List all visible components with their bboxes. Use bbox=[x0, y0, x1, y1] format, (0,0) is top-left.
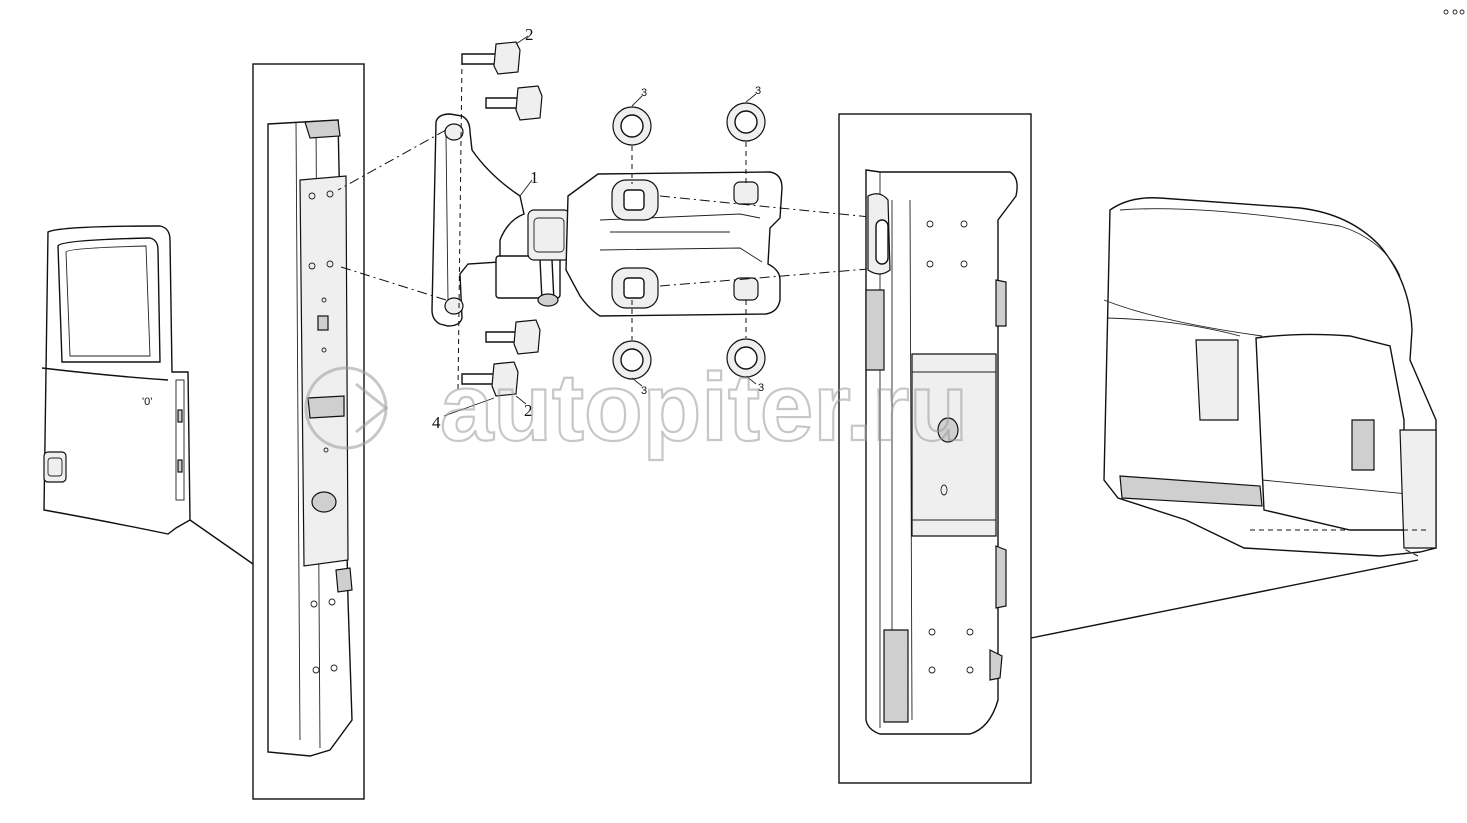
cab-pillar-panel bbox=[838, 113, 1032, 784]
callout-nut-top-right: 3 bbox=[755, 85, 761, 97]
callout-washer: 4 bbox=[432, 413, 441, 432]
svg-text:'0': '0' bbox=[142, 396, 152, 408]
watermark-text: autopiter.ru bbox=[440, 354, 968, 461]
callout-bolt-bottom: 2 bbox=[524, 401, 533, 420]
watermark: autopiter.ru bbox=[304, 353, 969, 462]
hinge-assembly bbox=[431, 113, 783, 327]
callout-nut-bottom-right: 3 bbox=[758, 382, 764, 394]
callout-leaders bbox=[443, 35, 757, 417]
callout-nut-top-left: 3 bbox=[641, 87, 647, 99]
callout-hinge: 1 bbox=[530, 168, 539, 187]
assembly-axis-lines bbox=[337, 59, 881, 391]
nut-icon bbox=[612, 102, 766, 380]
bolt-icon bbox=[461, 41, 543, 397]
door-hinge-panel bbox=[252, 63, 365, 800]
callout-nut-bottom-left: 3 bbox=[641, 385, 647, 397]
corner-mark bbox=[1443, 9, 1465, 15]
cab-outline bbox=[1103, 197, 1437, 557]
door-outline: '0' bbox=[41, 225, 191, 535]
leader-panel-cab bbox=[1030, 559, 1419, 639]
leader-door-panel bbox=[189, 519, 254, 565]
leader-cab-detail bbox=[1401, 547, 1419, 557]
callout-bolt-top: 2 bbox=[525, 25, 534, 44]
